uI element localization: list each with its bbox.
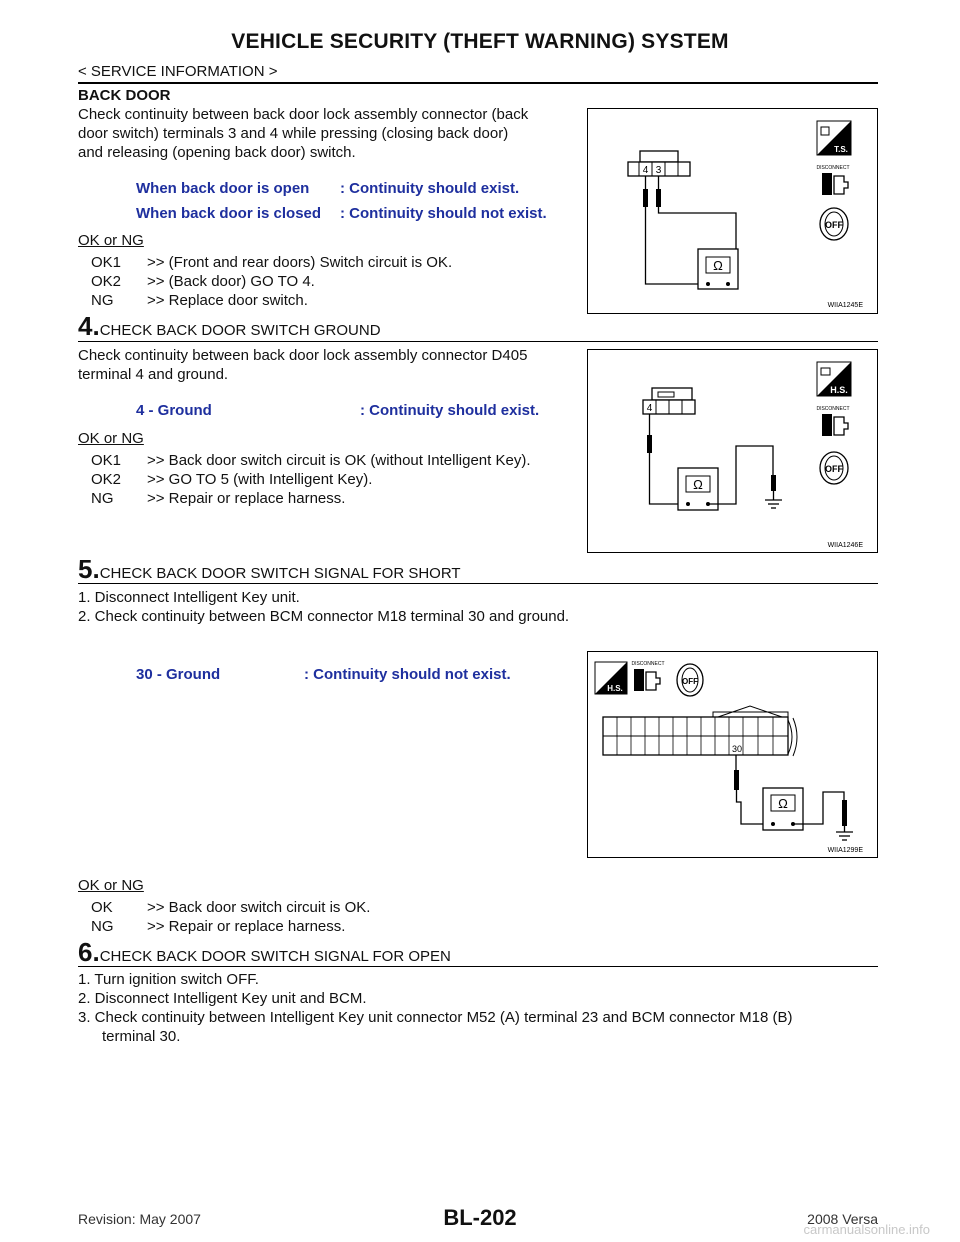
list-item: 2. Disconnect Intelligent Key unit and B… bbox=[78, 990, 367, 1007]
off-label: OFF bbox=[825, 220, 843, 230]
step-title: CHECK BACK DOOR SWITCH SIGNAL FOR OPEN bbox=[99, 948, 451, 965]
ok-ng-label: OK or NG bbox=[78, 430, 144, 447]
step-title: CHECK BACK DOOR SWITCH SIGNAL FOR SHORT bbox=[99, 565, 461, 582]
result-text: >> Replace door switch. bbox=[147, 292, 308, 309]
spec-cond: When back door is open bbox=[136, 180, 310, 197]
spec-result: : Continuity should exist. bbox=[360, 402, 540, 419]
text-line: Check continuity between back door lock … bbox=[78, 347, 528, 364]
revision-label: Revision: May 2007 bbox=[78, 1211, 201, 1227]
header-rule bbox=[78, 82, 878, 84]
ohm-symbol: Ω bbox=[713, 258, 723, 273]
hs-icon: H.S. bbox=[830, 385, 848, 395]
spec-result: : Continuity should not exist. bbox=[340, 205, 547, 222]
list-item: 2. Check continuity between BCM connecto… bbox=[78, 608, 570, 625]
hs-icon: H.S. bbox=[607, 684, 623, 693]
step-number: 4. bbox=[78, 311, 100, 341]
result-list: OK1 >> (Front and rear doors) Switch circ… bbox=[91, 253, 452, 310]
back-door-heading: BACK DOOR bbox=[78, 87, 171, 104]
result-code: OK1 bbox=[91, 452, 122, 469]
spec-cond: When back door is closed bbox=[136, 205, 322, 222]
wiring-figure-1: 4 3 Ω T.S. DISCONNECT OFF WIIA1245E bbox=[587, 108, 878, 314]
step-5-heading: 5.CHECK BACK DOOR SWITCH SIGNAL FOR SHOR… bbox=[78, 554, 461, 585]
result-code: NG bbox=[91, 918, 114, 935]
step-4-heading: 4.CHECK BACK DOOR SWITCH GROUND bbox=[78, 311, 381, 342]
figure-code: WIIA1245E bbox=[828, 302, 864, 309]
result-code: NG bbox=[91, 490, 114, 507]
terminal-label: 4 bbox=[647, 403, 653, 414]
spec-result: : Continuity should not exist. bbox=[304, 666, 511, 683]
result-row: NG >> Repair or replace harness. bbox=[91, 917, 370, 936]
section-label: < SERVICE INFORMATION > bbox=[78, 63, 278, 80]
result-code: OK bbox=[91, 899, 113, 916]
result-code: OK2 bbox=[91, 471, 122, 488]
watermark: carmanualsonline.info bbox=[803, 1222, 930, 1237]
step-number: 5. bbox=[78, 554, 100, 584]
disconnect-label: DISCONNECT bbox=[816, 406, 849, 412]
result-text: >> Repair or replace harness. bbox=[147, 918, 346, 935]
result-code: NG bbox=[91, 292, 114, 309]
spec-cond: 4 - Ground bbox=[136, 402, 212, 419]
disconnect-label: DISCONNECT bbox=[816, 165, 849, 171]
list-item: 3. Check continuity between Intelligent … bbox=[78, 1009, 793, 1026]
step-rule bbox=[78, 341, 878, 342]
result-text: >> GO TO 5 (with Intelligent Key). bbox=[147, 471, 373, 488]
circuit-diagram: H.S. DISCONNECT OFF 30 Ω bbox=[594, 661, 864, 854]
step-number: 6. bbox=[78, 937, 100, 967]
back-door-text: Check continuity between back door lock … bbox=[78, 105, 576, 162]
disconnect-label: DISCONNECT bbox=[631, 661, 664, 667]
step-4-text: Check continuity between back door lock … bbox=[78, 346, 527, 384]
text-line: and releasing (opening back door) switch… bbox=[78, 144, 356, 161]
circuit-diagram: 4 Ω H.S. DISCONNECT OFF WIIA1246E bbox=[642, 361, 864, 549]
result-row: NG >> Replace door switch. bbox=[91, 291, 452, 310]
page-number: BL-202 bbox=[443, 1205, 517, 1230]
text-line: terminal 4 and ground. bbox=[78, 366, 229, 383]
result-row: OK1 >> Back door switch circuit is OK (wi… bbox=[91, 451, 531, 470]
ok-ng-label: OK or NG bbox=[78, 877, 144, 894]
terminal-label: 4 bbox=[643, 165, 649, 176]
result-row: OK >> Back door switch circuit is OK. bbox=[91, 898, 370, 917]
text-line: door switch) terminals 3 and 4 while pre… bbox=[78, 125, 509, 142]
list-item-continuation: terminal 30. bbox=[102, 1028, 181, 1045]
connector-cells bbox=[616, 717, 774, 755]
result-row: NG >> Repair or replace harness. bbox=[91, 489, 531, 508]
step-title: CHECK BACK DOOR SWITCH GROUND bbox=[99, 322, 381, 339]
wiring-figure-3: H.S. DISCONNECT OFF 30 Ω bbox=[587, 651, 878, 858]
result-row: OK2 >> GO TO 5 (with Intelligent Key). bbox=[91, 470, 531, 489]
text-line: Check continuity between back door lock … bbox=[78, 106, 529, 123]
result-text: >> (Front and rear doors) Switch circuit… bbox=[147, 254, 453, 271]
result-list: OK1 >> Back door switch circuit is OK (wi… bbox=[91, 451, 531, 508]
ohm-symbol: Ω bbox=[693, 477, 703, 492]
ts-icon: T.S. bbox=[834, 145, 848, 154]
figure-code: WIIA1246E bbox=[828, 542, 864, 549]
spec-cond: 30 - Ground bbox=[136, 666, 221, 683]
terminal-label: 30 bbox=[732, 744, 742, 754]
figure-code: WIIA1299E bbox=[828, 847, 864, 854]
ohm-symbol: Ω bbox=[778, 796, 788, 811]
result-row: OK1 >> (Front and rear doors) Switch circ… bbox=[91, 253, 452, 272]
list-item: 1. Turn ignition switch OFF. bbox=[78, 971, 259, 988]
result-code: OK1 bbox=[91, 254, 122, 271]
ok-ng-label: OK or NG bbox=[78, 232, 144, 249]
list-item: 1. Disconnect Intelligent Key unit. bbox=[78, 589, 300, 606]
circuit-diagram: 4 3 Ω T.S. DISCONNECT OFF WIIA1245E bbox=[627, 120, 864, 309]
model-label: 2008 Versa bbox=[807, 1211, 878, 1227]
step-6-items: 1. Turn ignition switch OFF. 2. Disconne… bbox=[78, 970, 793, 1046]
result-row: OK2 >> (Back door) GO TO 4. bbox=[91, 272, 452, 291]
result-text: >> Back door switch circuit is OK (witho… bbox=[147, 452, 531, 469]
spec-result: : Continuity should exist. bbox=[340, 180, 520, 197]
step-rule bbox=[78, 583, 878, 584]
off-label: OFF bbox=[682, 677, 698, 686]
page-title: VEHICLE SECURITY (THEFT WARNING) SYSTEM bbox=[231, 30, 729, 53]
off-label: OFF bbox=[825, 464, 843, 474]
step-5-items: 1. Disconnect Intelligent Key unit. 2. C… bbox=[78, 588, 569, 626]
terminal-label: 3 bbox=[656, 165, 662, 176]
wiring-figure-2: 4 Ω H.S. DISCONNECT OFF WIIA1246E bbox=[587, 349, 878, 553]
result-text: >> Repair or replace harness. bbox=[147, 490, 346, 507]
result-code: OK2 bbox=[91, 273, 122, 290]
result-text: >> (Back door) GO TO 4. bbox=[147, 273, 315, 290]
step-rule bbox=[78, 966, 878, 967]
result-list: OK >> Back door switch circuit is OK. NG >… bbox=[91, 898, 370, 936]
result-text: >> Back door switch circuit is OK. bbox=[147, 899, 371, 916]
step-6-heading: 6.CHECK BACK DOOR SWITCH SIGNAL FOR OPEN bbox=[78, 937, 451, 968]
